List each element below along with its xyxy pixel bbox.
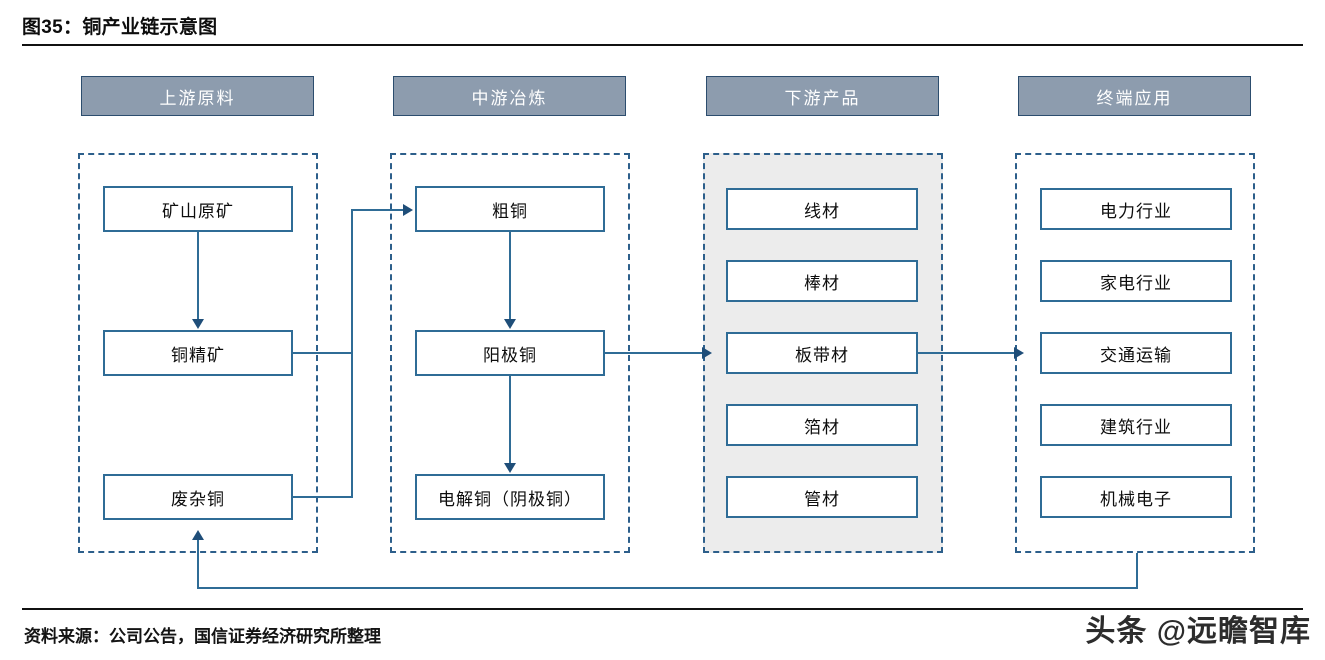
arrowhead-midstream-to-downstream — [702, 347, 712, 359]
connector-blister-to-anode — [509, 232, 511, 320]
connector-recycle-return — [197, 587, 1138, 589]
page-title: 图35：铜产业链示意图 — [22, 17, 218, 38]
arrowhead-blister-to-anode — [504, 319, 516, 329]
connector-concentrate-to-riser — [293, 352, 352, 354]
title-divider — [22, 44, 1303, 46]
arrowhead-riser-to-blister — [403, 204, 413, 216]
node-wire[interactable]: 线材 — [726, 188, 918, 230]
source-note: 资料来源：公司公告，国信证券经济研究所整理 — [24, 627, 381, 646]
node-mine-ore[interactable]: 矿山原矿 — [103, 186, 293, 232]
connector-anode-to-cathode — [509, 376, 511, 464]
node-strip[interactable]: 板带材 — [726, 332, 918, 374]
connector-riser-to-blister — [351, 209, 405, 211]
node-anode-copper[interactable]: 阳极铜 — [415, 330, 605, 376]
connector-midstream-to-downstream — [605, 352, 705, 354]
connector-upstream-riser — [351, 209, 353, 498]
node-tube[interactable]: 管材 — [726, 476, 918, 518]
connector-downstream-to-enduse — [918, 352, 1018, 354]
node-construction-industry[interactable]: 建筑行业 — [1040, 404, 1232, 446]
arrowhead-downstream-to-enduse — [1014, 347, 1024, 359]
node-appliance-industry[interactable]: 家电行业 — [1040, 260, 1232, 302]
connector-recycle-drop — [1136, 553, 1138, 589]
node-blister-copper[interactable]: 粗铜 — [415, 186, 605, 232]
stage-header-downstream: 下游产品 — [706, 76, 939, 116]
connector-scrap-to-riser — [293, 496, 352, 498]
connector-recycle-rise — [197, 540, 199, 588]
stage-header-enduse: 终端应用 — [1018, 76, 1251, 116]
watermark-logo: 头条 @远瞻智库 — [1085, 615, 1311, 648]
node-bar[interactable]: 棒材 — [726, 260, 918, 302]
node-cathode-copper[interactable]: 电解铜（阴极铜） — [415, 474, 605, 520]
arrowhead-recycle-to-scrap — [192, 530, 204, 540]
node-copper-concentrate[interactable]: 铜精矿 — [103, 330, 293, 376]
arrowhead-anode-to-cathode — [504, 463, 516, 473]
stage-header-upstream: 上游原料 — [81, 76, 314, 116]
source-divider — [22, 608, 1303, 610]
stage-header-midstream: 中游冶炼 — [393, 76, 626, 116]
arrowhead-mine-ore-to-concentrate — [192, 319, 204, 329]
connector-mine-ore-to-concentrate — [197, 232, 199, 320]
node-power-industry[interactable]: 电力行业 — [1040, 188, 1232, 230]
node-scrap-copper[interactable]: 废杂铜 — [103, 474, 293, 520]
node-foil[interactable]: 箔材 — [726, 404, 918, 446]
node-machinery-electronics[interactable]: 机械电子 — [1040, 476, 1232, 518]
node-transportation[interactable]: 交通运输 — [1040, 332, 1232, 374]
